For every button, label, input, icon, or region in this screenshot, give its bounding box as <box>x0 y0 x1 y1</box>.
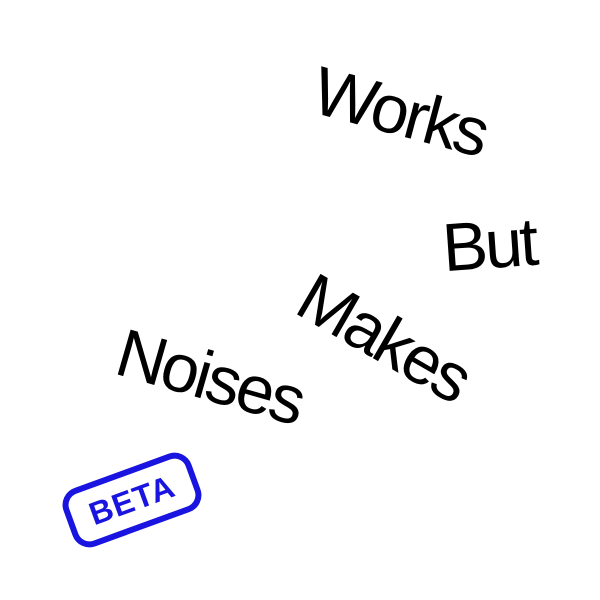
title-word-noises: Noises <box>108 314 312 440</box>
beta-badge-label: BETA <box>83 467 180 532</box>
beta-badge: BETA <box>57 447 207 553</box>
title-word-works: Works <box>304 52 496 172</box>
title-word-but: But <box>439 203 539 287</box>
